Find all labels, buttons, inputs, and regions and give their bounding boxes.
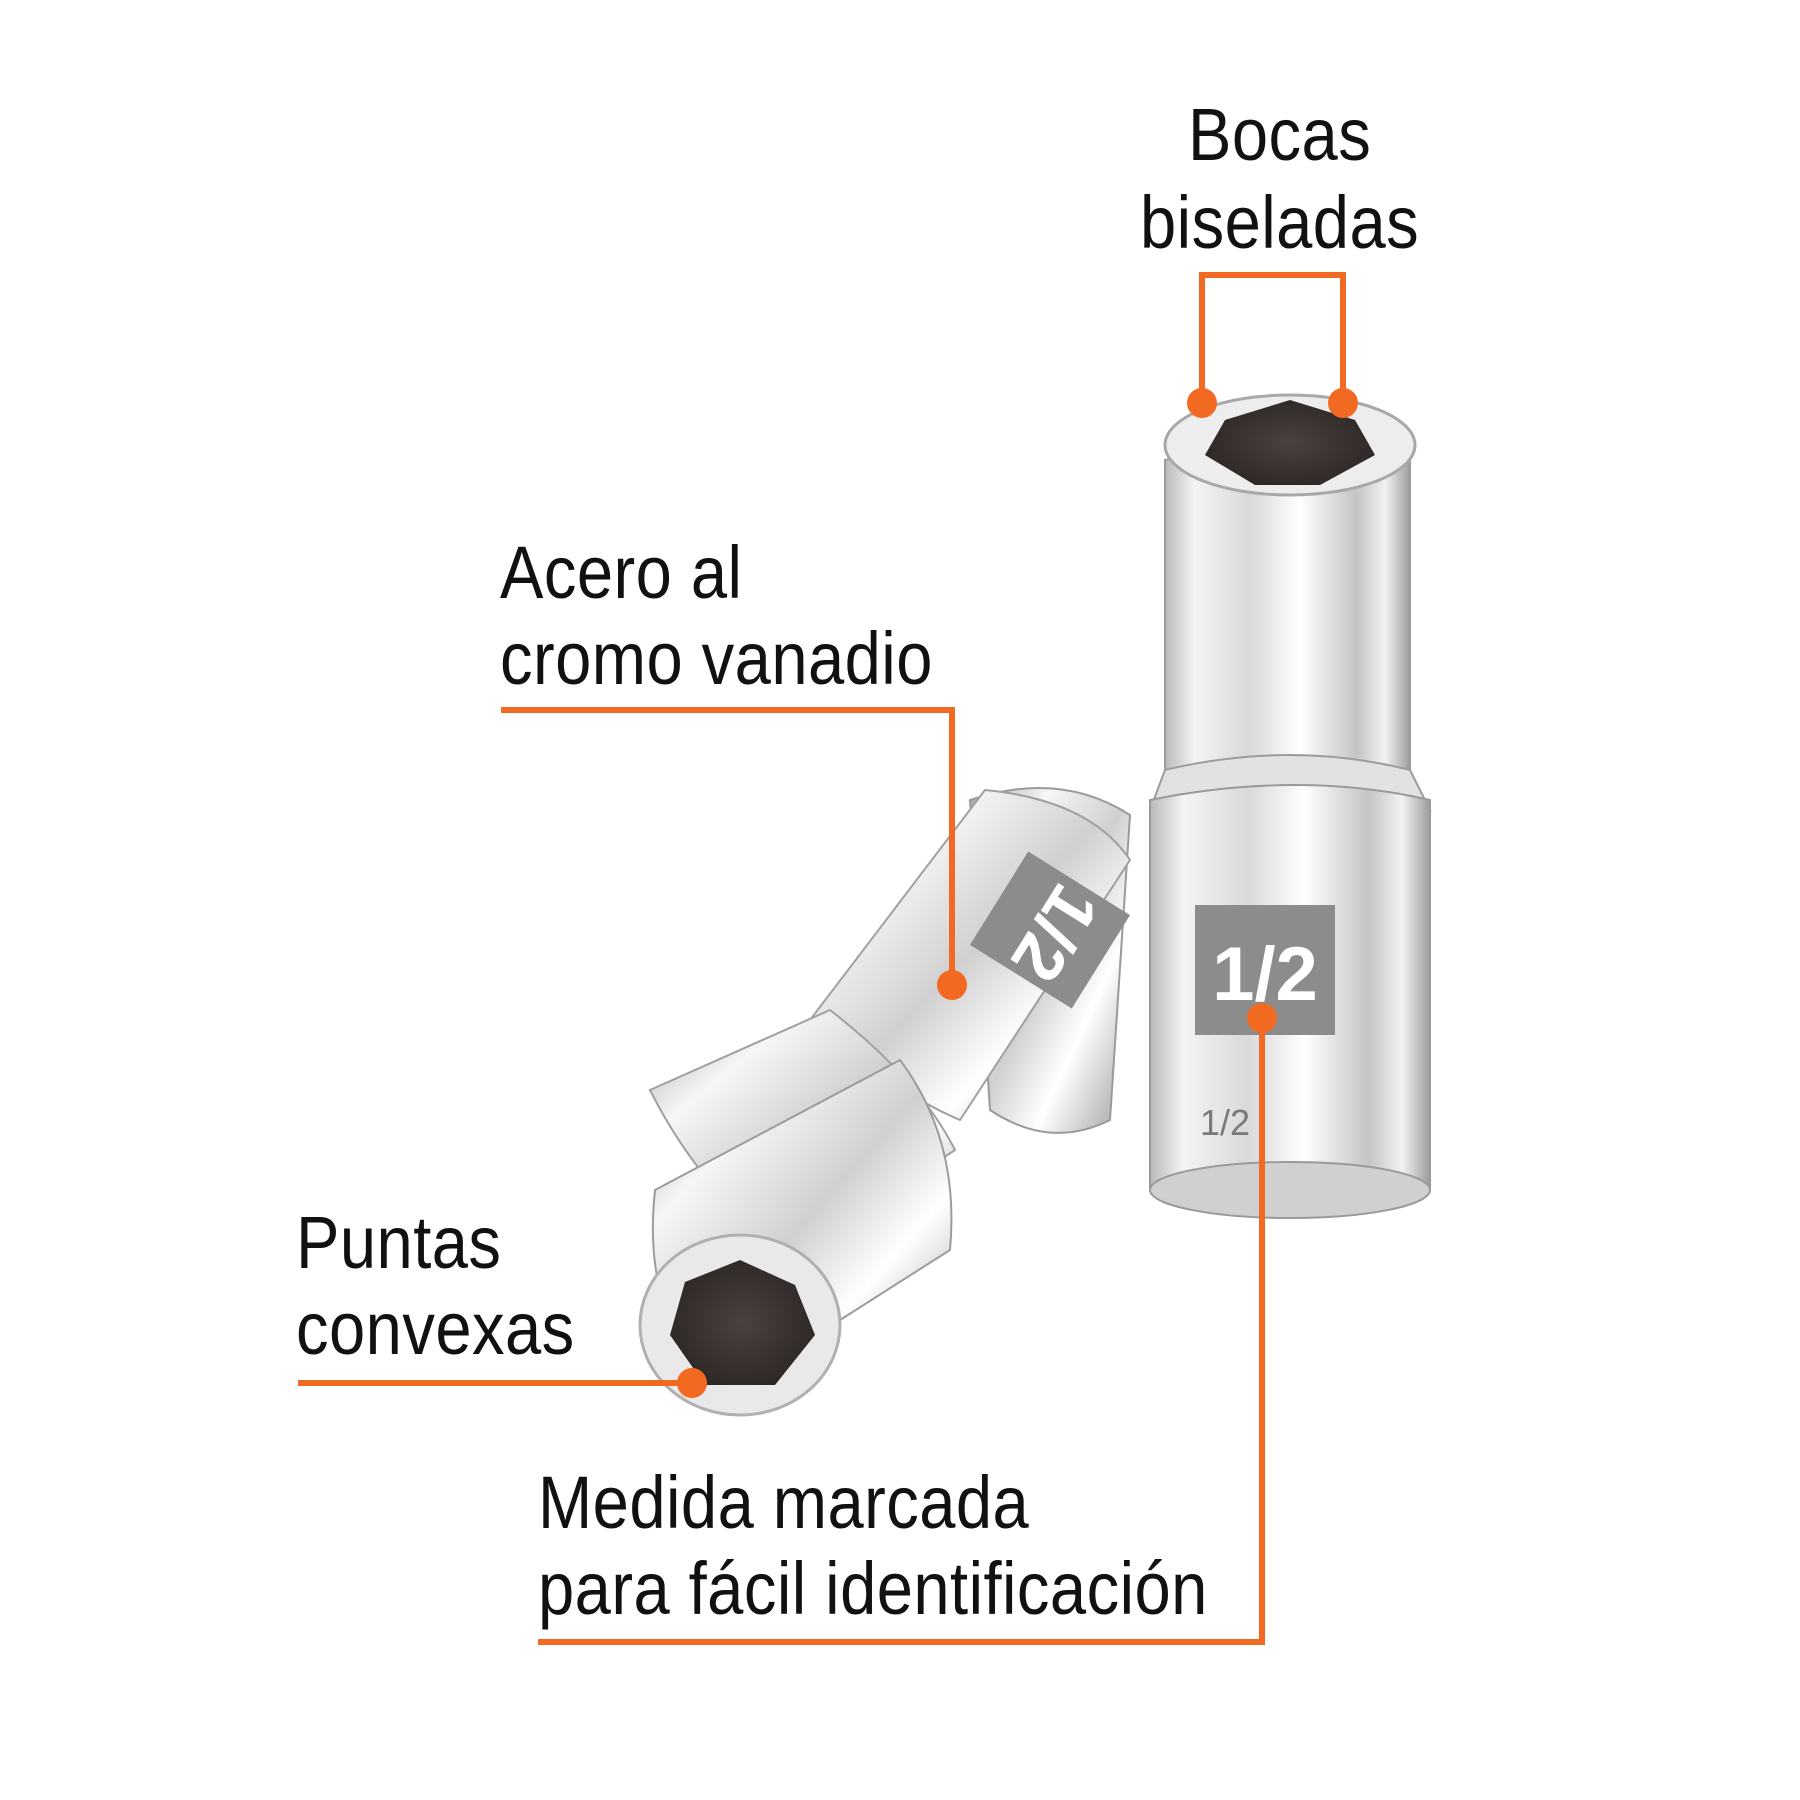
acero-leader-line [501, 707, 955, 985]
acero-label: Acero al cromo vanadio [500, 530, 933, 702]
upright-socket-body [1164, 444, 1411, 792]
medida-label: Medida marcada para fácil identificación [538, 1460, 1208, 1632]
upright-size-marking: 1/2 [1212, 932, 1318, 1017]
acero-label-line1: Acero al [500, 531, 743, 614]
medida-label-line1: Medida marcada [538, 1461, 1030, 1544]
lying-socket: 1/2 [638, 787, 1132, 1417]
puntas-dot-icon [677, 1368, 707, 1398]
medida-leader-line [538, 1018, 1265, 1645]
upright-socket-bottom-rim [1149, 1161, 1431, 1219]
puntas-label: Puntas convexas [296, 1200, 575, 1372]
callout-leaders [298, 272, 1346, 1645]
medida-label-line2: para fácil identificación [538, 1547, 1208, 1630]
bocas-label-line2: biseladas [1140, 181, 1420, 264]
bocas-left-dot-icon [1187, 388, 1217, 418]
bocas-label-line1: Bocas [1188, 93, 1372, 176]
upright-socket-hex-bore [1205, 400, 1375, 485]
medida-dot-icon [1247, 1003, 1277, 1033]
bocas-label-2: biseladas [1140, 180, 1419, 266]
bocas-leader-line [1199, 272, 1346, 403]
puntas-label-line1: Puntas [296, 1201, 502, 1284]
callout-dots [677, 388, 1358, 1398]
acero-label-line2: cromo vanadio [500, 617, 933, 700]
lying-socket-hex-bore [670, 1260, 815, 1385]
puntas-label-line2: convexas [296, 1287, 575, 1370]
bocas-right-dot-icon [1328, 388, 1358, 418]
acero-dot-icon [937, 970, 967, 1000]
bocas-label: Bocas [1188, 92, 1371, 178]
upright-engraving: 1/2 [1200, 1102, 1250, 1143]
upright-socket: 1/2 1/2 [1148, 393, 1432, 1219]
